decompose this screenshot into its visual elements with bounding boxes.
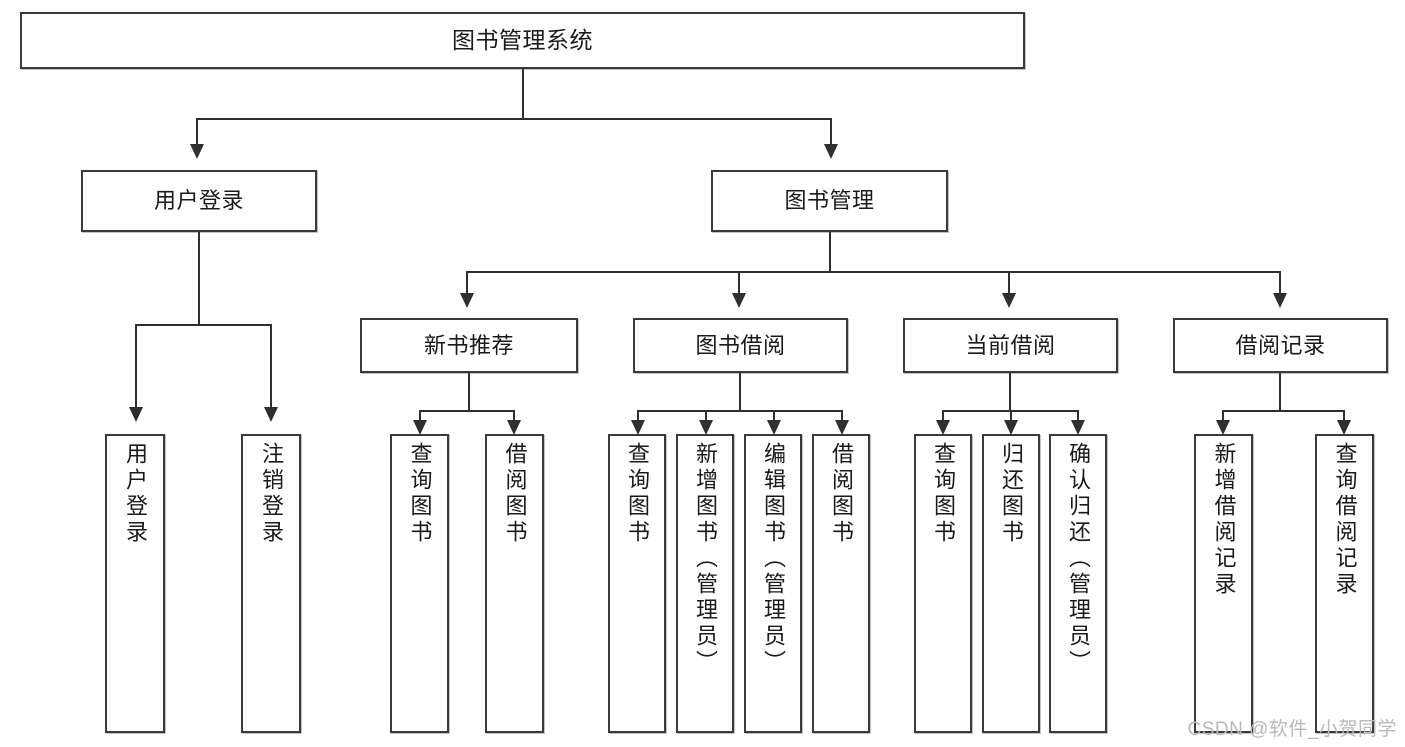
connector-bb-bus [637, 410, 843, 412]
leaf-query-book-cb[interactable]: 查询图书 [914, 434, 972, 733]
node-user-login[interactable]: 用户登录 [81, 170, 317, 232]
node-label: 查询借阅记录 [1332, 442, 1358, 598]
node-label: 新增图书（管理员） [693, 442, 718, 676]
arrowhead-to-user-login-leaf [129, 407, 143, 422]
leaf-logout[interactable]: 注销登录 [241, 434, 301, 733]
node-label: 用户登录 [123, 442, 148, 546]
arrowhead-to-book-management [824, 144, 838, 159]
node-current-borrow[interactable]: 当前借阅 [903, 318, 1118, 373]
node-label: 编辑图书（管理员） [761, 442, 786, 676]
connector-nbr-drop-1 [419, 410, 421, 422]
leaf-confirm-return-admin[interactable]: 确认归还（管理员） [1049, 434, 1107, 733]
leaf-borrow-book-nbr[interactable]: 借阅图书 [485, 434, 544, 733]
connector-bb-drop-4 [841, 410, 843, 422]
connector-root-stem [522, 69, 524, 119]
connector-root-drop-user [196, 118, 198, 146]
connector-nbr-bus [419, 410, 515, 412]
connector-user-login-drop-1 [135, 324, 137, 410]
arrowhead-to-borrow-record [1273, 293, 1287, 308]
node-label: 图书管理系统 [452, 26, 593, 53]
arrowhead-to-logout-leaf [264, 407, 278, 422]
node-label: 确认归还（管理员） [1066, 442, 1091, 676]
node-label: 借阅记录 [1235, 332, 1326, 358]
connector-book-management-stem [829, 232, 831, 272]
node-label: 图书借阅 [695, 332, 786, 358]
leaf-query-book-bb[interactable]: 查询图书 [608, 434, 666, 733]
leaf-return-book[interactable]: 归还图书 [982, 434, 1040, 733]
node-label: 查询图书 [625, 442, 650, 546]
arrowhead-cb-leaf-1 [936, 420, 950, 435]
leaf-add-book-admin[interactable]: 新增图书（管理员） [676, 434, 734, 733]
connector-bm-drop-4 [1279, 271, 1281, 295]
arrowhead-to-current-borrow [1002, 293, 1016, 308]
arrowhead-br-leaf-2 [1337, 420, 1351, 435]
node-book-management-system[interactable]: 图书管理系统 [20, 12, 1025, 69]
node-label: 图书管理 [784, 188, 875, 214]
connector-br-drop-2 [1343, 410, 1345, 422]
arrowhead-br-leaf-1 [1216, 420, 1230, 435]
connector-br-bus [1222, 410, 1345, 412]
leaf-edit-book-admin[interactable]: 编辑图书（管理员） [744, 434, 802, 733]
node-label: 归还图书 [999, 442, 1024, 546]
connector-bb-drop-2 [705, 410, 707, 422]
node-label: 当前借阅 [965, 332, 1056, 358]
node-label: 借阅图书 [502, 442, 528, 546]
node-label: 查询图书 [407, 442, 433, 546]
connector-user-login-bus [135, 324, 271, 326]
arrowhead-to-book-borrow [732, 293, 746, 308]
connector-cb-stem [1009, 373, 1011, 411]
node-label: 用户登录 [153, 188, 244, 214]
connector-bm-drop-2 [738, 271, 740, 295]
node-label: 查询图书 [931, 442, 956, 546]
node-book-management[interactable]: 图书管理 [711, 170, 948, 232]
leaf-query-book-nbr[interactable]: 查询图书 [390, 434, 449, 733]
leaf-user-login[interactable]: 用户登录 [105, 434, 165, 733]
arrowhead-cb-leaf-3 [1071, 420, 1085, 435]
node-label: 新增借阅记录 [1211, 442, 1237, 598]
connector-br-stem [1279, 373, 1281, 411]
arrowhead-to-new-book-recommend [460, 293, 474, 308]
leaf-borrow-book-bb[interactable]: 借阅图书 [812, 434, 870, 733]
connector-book-management-bus [466, 271, 1281, 273]
arrowhead-to-user-login [190, 144, 204, 159]
leaf-add-borrow-record[interactable]: 新增借阅记录 [1194, 434, 1253, 733]
node-new-book-recommend[interactable]: 新书推荐 [360, 318, 578, 373]
connector-nbr-drop-2 [513, 410, 515, 422]
arrowhead-bb-leaf-2 [699, 420, 713, 435]
arrowhead-nbr-leaf-1 [413, 420, 427, 435]
connector-br-drop-1 [1222, 410, 1224, 422]
node-label: 注销登录 [259, 442, 284, 546]
connector-bm-drop-1 [466, 271, 468, 295]
connector-bb-stem [739, 373, 741, 411]
connector-bb-drop-1 [637, 410, 639, 422]
node-label: 借阅图书 [829, 442, 854, 546]
connector-root-bus [196, 118, 832, 120]
connector-bb-drop-3 [773, 410, 775, 422]
leaf-query-borrow-record[interactable]: 查询借阅记录 [1315, 434, 1374, 733]
arrowhead-bb-leaf-4 [835, 420, 849, 435]
node-borrow-record[interactable]: 借阅记录 [1173, 318, 1388, 373]
arrowhead-bb-leaf-1 [631, 420, 645, 435]
connector-user-login-stem [198, 232, 200, 325]
connector-nbr-stem [468, 373, 470, 411]
connector-root-drop-book [830, 118, 832, 146]
node-label: 新书推荐 [423, 332, 514, 358]
arrowhead-cb-leaf-2 [1004, 420, 1018, 435]
connector-cb-drop-3 [1077, 410, 1079, 422]
arrowhead-nbr-leaf-2 [507, 420, 521, 435]
connector-cb-drop-1 [942, 410, 944, 422]
connector-cb-drop-2 [1010, 410, 1012, 422]
connector-user-login-drop-2 [270, 324, 272, 410]
node-book-borrow[interactable]: 图书借阅 [633, 318, 848, 373]
arrowhead-bb-leaf-3 [767, 420, 781, 435]
connector-bm-drop-3 [1008, 271, 1010, 295]
